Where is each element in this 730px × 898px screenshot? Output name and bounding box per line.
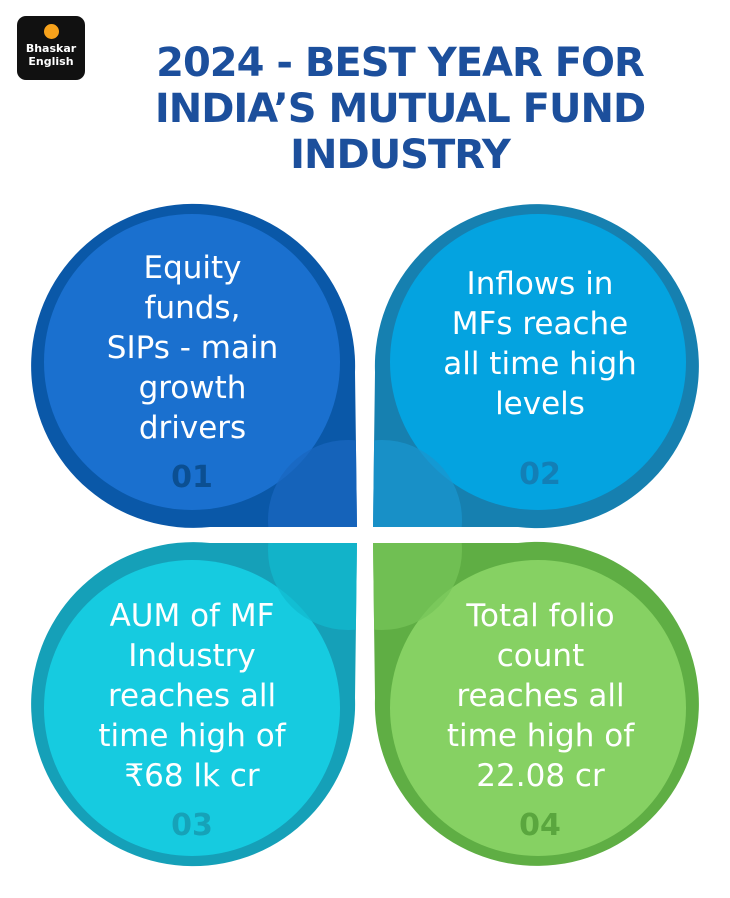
card-01-line-3: SIPs - main [106,330,279,366]
sun-icon [44,24,59,39]
card-04-line-4: time high of [446,718,635,754]
brand-name-line2: English [28,55,74,68]
petal-01 [31,203,358,528]
card-01-line-5: drivers [138,410,247,446]
card-03-number: 03 [171,808,213,843]
card-04-line-3: reaches all [456,678,625,714]
card-03-line-4: time high of [98,718,286,754]
card-04-line-5: 22.08 cr [476,758,605,794]
card-03-line-5: ₹68 lk cr [124,758,260,794]
brand-name-line1: Bhaskar [25,42,77,55]
card-01-text: Equity funds, SIPs - main growth drivers [70,248,315,448]
card-01-number: 01 [171,460,213,495]
petal-02 [373,204,699,529]
card-04-line-1: Total folio [466,598,615,634]
card-02-line-3: all time high [443,346,637,382]
card-04-line-2: count [496,638,585,674]
card-01-line-2: funds, [144,290,241,326]
card-01-line-1: Equity [143,250,242,286]
card-01-line-4: growth [138,370,247,406]
card-03-line-3: reaches all [107,678,277,714]
card-03-line-1: AUM of MF [109,598,275,634]
card-04-number: 04 [519,808,561,843]
petal-03 [31,542,358,867]
title-line-3: INDUSTRY [290,132,511,178]
card-02-text: Inflows in MFs reache all time high leve… [415,264,665,424]
title-line-1: 2024 - BEST YEAR FOR [156,40,645,86]
card-02-number: 02 [519,457,561,492]
card-03-line-2: Industry [128,638,256,674]
petal-04 [373,541,699,866]
title-line-2: INDIA’S MUTUAL FUND [154,86,646,132]
card-03-text: AUM of MF Industry reaches all time high… [72,596,312,796]
page-title: 2024 - BEST YEAR FOR INDIA’S MUTUAL FUND… [90,40,710,178]
card-02-line-2: MFs reache [451,306,629,342]
card-02-line-1: Inflows in [466,266,614,302]
card-02-line-4: levels [495,386,585,422]
card-04-text: Total folio count reaches all time high … [418,596,663,796]
brand-logo: Bhaskar English [17,16,85,80]
